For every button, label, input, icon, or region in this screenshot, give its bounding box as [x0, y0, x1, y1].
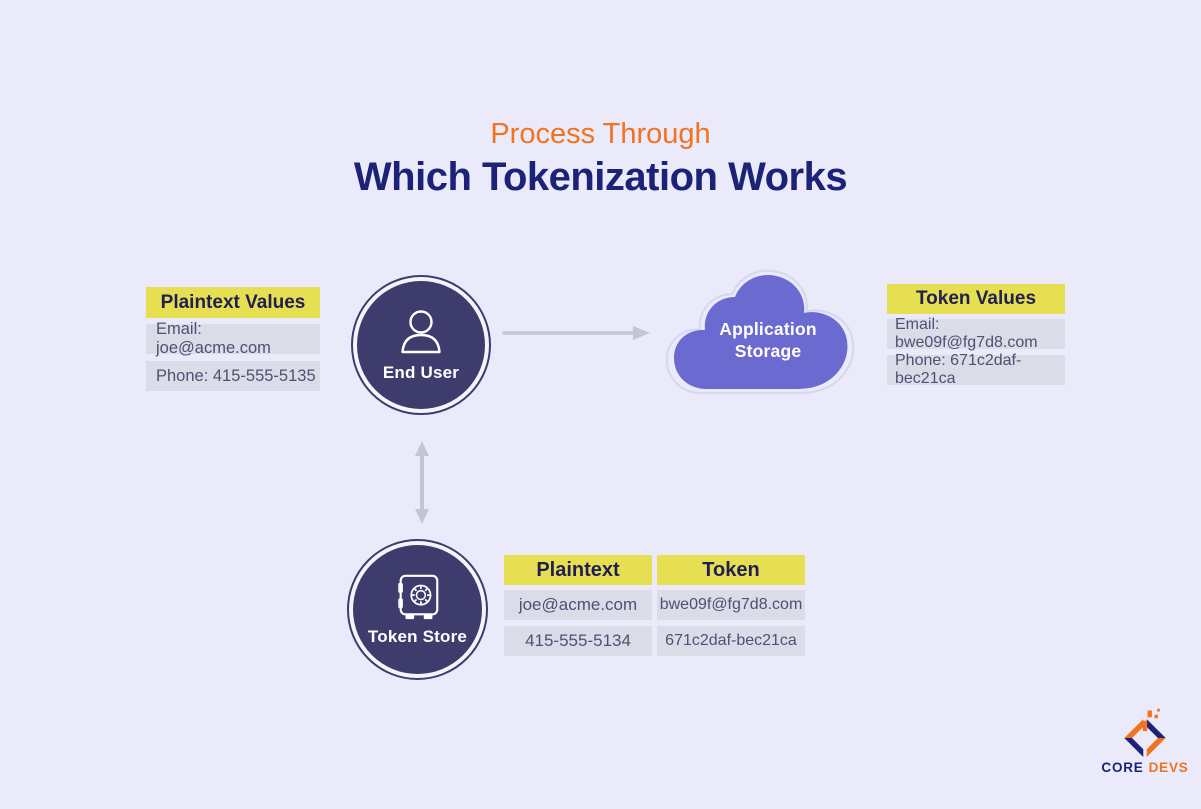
mapping-plaintext-column: Plaintext joe@acme.com 415-555-5134: [504, 555, 652, 662]
mapping-token-phone: 671c2daf-bec21ca: [657, 626, 805, 656]
person-icon: [401, 309, 441, 353]
title-block: Process Through Which Tokenization Works: [0, 118, 1201, 199]
end-user-label: End User: [382, 362, 460, 382]
mapping-plaintext-header: Plaintext: [504, 555, 652, 585]
logo-word-core: CORE: [1101, 760, 1144, 775]
token-store-node: Token Store: [347, 539, 488, 680]
plaintext-phone-row: Phone: 415-555-5135: [146, 361, 320, 391]
token-values-table: Token Values Email: bwe09f@fg7d8.com Pho…: [887, 284, 1065, 392]
logo: CORE DEVS: [1098, 707, 1192, 775]
plaintext-values-table: Plaintext Values Email: joe@acme.com Pho…: [146, 287, 320, 398]
end-user-node: End User: [351, 275, 491, 415]
token-phone-row: Phone: 671c2daf-bec21ca: [887, 352, 1065, 387]
token-values-header: Token Values: [887, 284, 1065, 314]
vault-icon: [397, 574, 438, 620]
page-title: Which Tokenization Works: [353, 155, 848, 199]
mapping-token-column: Token bwe09f@fg7d8.com 671c2daf-bec21ca: [657, 555, 805, 662]
application-storage-line2: Storage: [734, 341, 802, 361]
plaintext-values-header: Plaintext Values: [146, 287, 320, 318]
token-store-circle: Token Store: [353, 545, 482, 674]
application-storage-line1: Application: [719, 319, 817, 339]
mapping-plaintext-phone: 415-555-5134: [504, 626, 652, 656]
mapping-token-email: bwe09f@fg7d8.com: [657, 590, 805, 620]
arrow-vertical-icon: [415, 441, 429, 524]
title-eyebrow: Process Through: [490, 118, 711, 150]
logo-mark-icon: [1124, 708, 1166, 757]
mapping-plaintext-email: joe@acme.com: [504, 590, 652, 620]
logo-word-devs: DEVS: [1148, 760, 1189, 775]
token-store-label: Token Store: [367, 627, 468, 646]
logo-text: CORE DEVS: [1101, 760, 1188, 775]
end-user-circle: End User: [357, 281, 485, 409]
application-storage-label: Application Storage: [664, 318, 872, 362]
plaintext-email-row: Email: joe@acme.com: [146, 320, 320, 357]
token-email-row: Email: bwe09f@fg7d8.com: [887, 316, 1065, 351]
application-storage-cloud: [665, 269, 855, 395]
arrow-right-icon: [502, 326, 650, 340]
mapping-token-header: Token: [657, 555, 805, 585]
